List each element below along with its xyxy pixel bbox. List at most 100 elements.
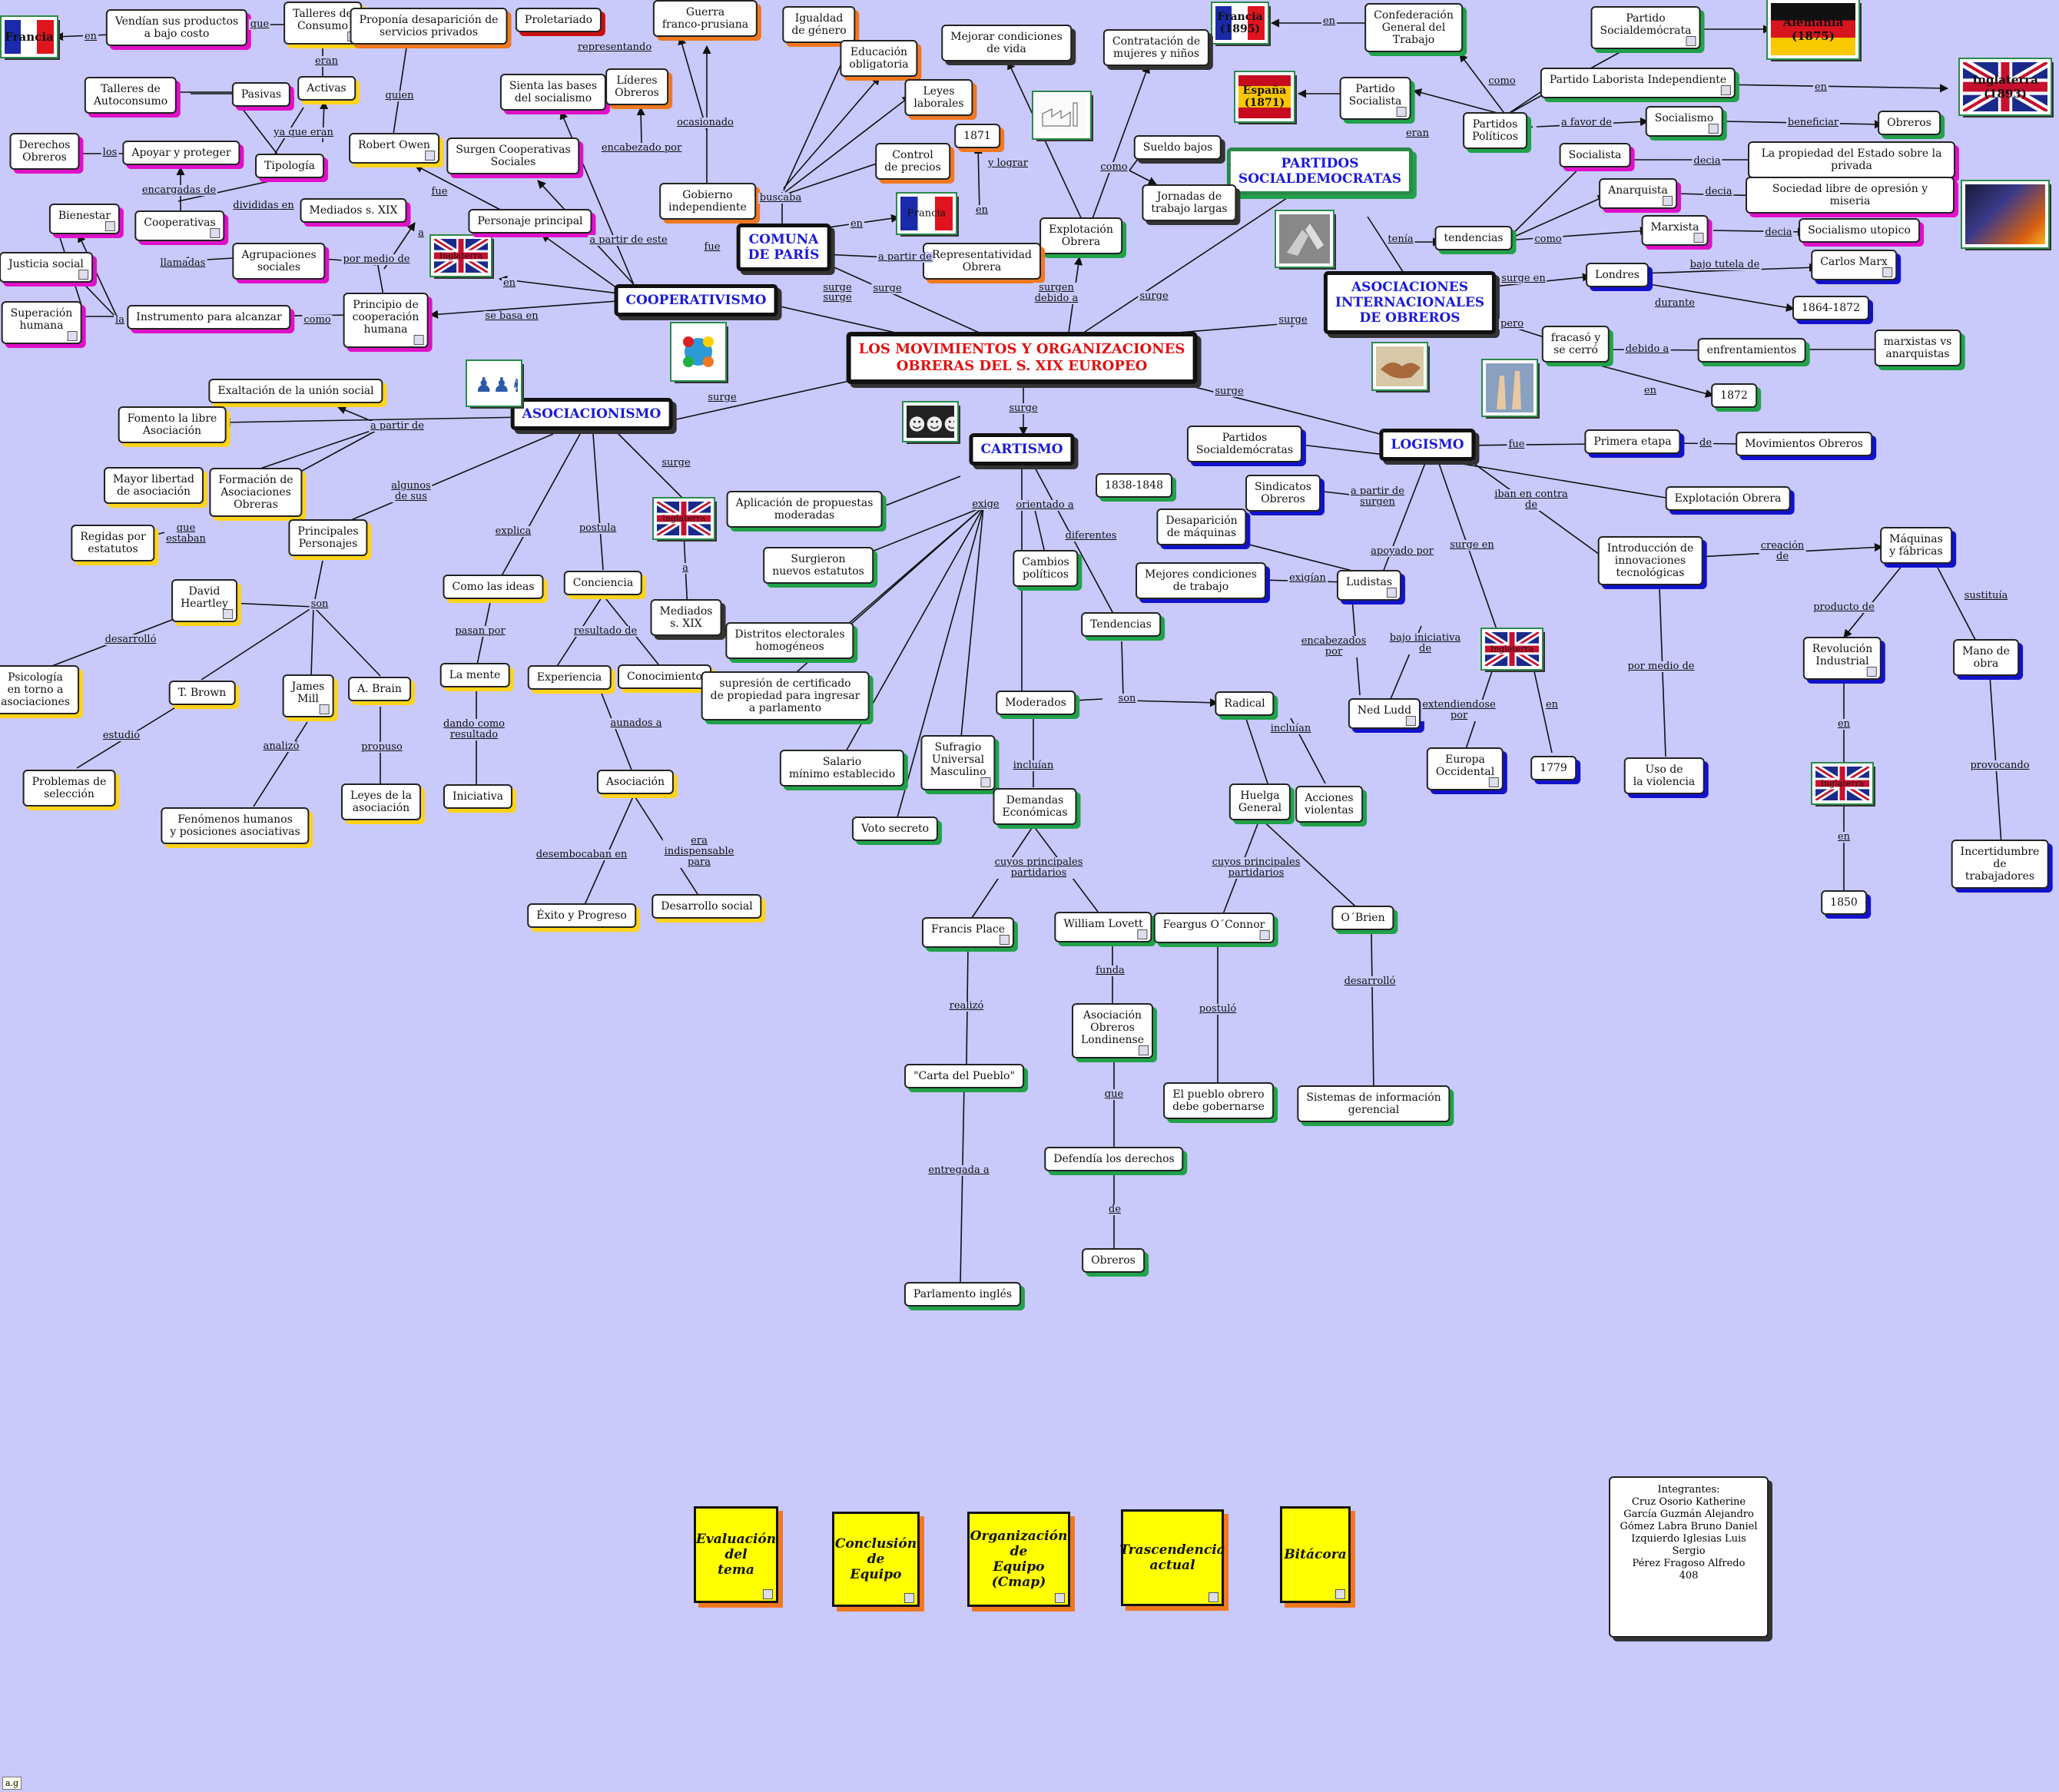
flag-francia-mid[interactable]: Francia xyxy=(896,192,957,235)
node-fenomenos[interactable]: Fenómenos humanos y posiciones asociativ… xyxy=(161,807,310,844)
node-sufragio[interactable]: Sufragio Universal Masculino xyxy=(920,735,996,790)
node-n1871[interactable]: 1871 xyxy=(954,124,1000,148)
node-n1864[interactable]: 1864-1872 xyxy=(1792,296,1869,320)
toolbar-status[interactable]: a.g xyxy=(2,1777,22,1790)
node-sienta[interactable]: Sienta las bases del socialismo xyxy=(499,74,607,111)
node-instrumento[interactable]: Instrumento para alcanzar xyxy=(127,305,291,330)
hands-raised-image[interactable] xyxy=(1481,359,1538,417)
node-asociacion-londinense[interactable]: Asociación Obreros Londinense xyxy=(1072,1003,1153,1058)
node-carta[interactable]: "Carta del Pueblo" xyxy=(904,1064,1024,1088)
node-tendencias[interactable]: Tendencias xyxy=(1081,612,1161,637)
node-la-mente[interactable]: La mente xyxy=(439,663,510,687)
node-anarquista[interactable]: Anarquista xyxy=(1599,178,1677,209)
node-francis[interactable]: Francis Place xyxy=(921,917,1015,948)
node-desarrollo[interactable]: Desarrollo social xyxy=(652,894,762,919)
node-educacion[interactable]: Educación obligatoria xyxy=(840,40,918,77)
node-obrien[interactable]: O´Brien xyxy=(1331,906,1394,930)
node-sociedad-libre[interactable]: Sociedad libre de opresión y miseria xyxy=(1746,177,1955,214)
factory-sketch-image[interactable] xyxy=(1032,91,1092,140)
node-leyes-asoc[interactable]: Leyes de la asociación xyxy=(341,783,421,820)
fire-painting-image[interactable] xyxy=(1961,180,2050,249)
node-comuna-de-paris[interactable]: COMUNA DE PARÍS xyxy=(736,224,831,271)
node-feargus[interactable]: Feargus O´Connor xyxy=(1153,913,1275,943)
node-superacion[interactable]: Superación humana xyxy=(1,301,82,344)
node-control-precios[interactable]: Control de precios xyxy=(875,143,950,180)
chess-pieces-image[interactable]: ♟♟♞ xyxy=(466,359,529,407)
node-partidos-politicos[interactable]: Partidos Políticos xyxy=(1463,112,1527,149)
node-primera-etapa[interactable]: Primera etapa xyxy=(1584,429,1681,454)
node-sueldo[interactable]: Sueldo bajos xyxy=(1133,135,1222,160)
node-talleres-auto[interactable]: Talleres de Autoconsumo xyxy=(84,77,177,114)
flag-inglaterra-c[interactable]: Inglaterra xyxy=(1480,628,1543,671)
central-topic[interactable]: LOS MOVIMIENTOS Y ORGANIZACIONES OBRERAS… xyxy=(846,332,1198,384)
node-sindicatos[interactable]: Sindicatos Obreros xyxy=(1245,475,1321,512)
node-incertidumbre[interactable]: Incertidumbre de trabajadores xyxy=(1951,840,2049,889)
node-vendian[interactable]: Vendían sus productos a bajo costo xyxy=(105,9,248,46)
node-voto[interactable]: Voto secreto xyxy=(851,817,939,841)
node-partidos-sd-small[interactable]: Partidos Socialdemócratas xyxy=(1186,426,1303,462)
node-exaltacion[interactable]: Exaltación de la unión social xyxy=(208,379,383,403)
flag-inglaterra-b[interactable]: Inglaterra xyxy=(652,497,715,540)
node-psicologia[interactable]: Psicología en torno a asociaciones xyxy=(0,665,79,714)
node-defendia[interactable]: Defendía los derechos xyxy=(1044,1147,1184,1171)
node-n1838[interactable]: 1838-1848 xyxy=(1096,473,1172,498)
node-enfrentamientos[interactable]: enfrentamientos xyxy=(1697,338,1806,363)
flag-inglaterra-1893[interactable]: Inglaterra (1893) xyxy=(1958,58,2052,116)
organizacion-de-equipo-button[interactable]: Organización de Equipo (Cmap) xyxy=(967,1512,1070,1607)
node-explotacion2[interactable]: Explotación Obrera xyxy=(1665,486,1791,511)
node-formacion[interactable]: Formación de Asociaciones Obreras xyxy=(209,468,303,517)
node-gobierno[interactable]: Gobierno independiente xyxy=(659,183,756,220)
node-cartismo[interactable]: CARTISMO xyxy=(969,433,1075,465)
node-introduccion[interactable]: Introducción de innovaciones tecnológica… xyxy=(1597,536,1703,585)
node-pasivas[interactable]: Pasivas xyxy=(231,82,291,107)
node-fracaso[interactable]: fracasó y se cerró xyxy=(1541,326,1610,363)
node-regidas[interactable]: Regidas por estatutos xyxy=(71,525,155,561)
node-representatividad[interactable]: Representatividad Obrera xyxy=(923,243,1041,280)
node-mediados2[interactable]: Mediados s. XIX xyxy=(650,599,722,636)
conclusion-de-equipo-button[interactable]: Conclusión de Equipo xyxy=(832,1512,920,1607)
node-como-ideas[interactable]: Como las ideas xyxy=(443,575,544,599)
node-david[interactable]: David Heartley xyxy=(171,579,237,622)
node-movimientos[interactable]: Movimientos Obreros xyxy=(1736,432,1872,456)
node-asociaciones-internacionales[interactable]: ASOCIACIONES INTERNACIONALES DE OBREROS xyxy=(1323,271,1497,334)
node-ned-ludd[interactable]: Ned Ludd xyxy=(1348,698,1421,729)
node-marxistas-vs[interactable]: marxistas vs anarquistas xyxy=(1874,330,1961,366)
node-parlamento[interactable]: Parlamento inglés xyxy=(904,1282,1022,1307)
node-experiencia[interactable]: Experiencia xyxy=(527,665,612,690)
flag-alemania[interactable]: Alemania (1875) xyxy=(1766,0,1860,60)
flag-francia-1895[interactable]: Francia (1895) xyxy=(1211,2,1269,45)
node-fomento[interactable]: Fomento la libre Asociación xyxy=(118,406,227,443)
node-n1779[interactable]: 1779 xyxy=(1530,756,1577,780)
node-exito[interactable]: Éxito y Progreso xyxy=(527,903,636,928)
node-moderados[interactable]: Moderados xyxy=(996,691,1076,715)
node-n1850[interactable]: 1850 xyxy=(1821,890,1867,915)
node-maquinas[interactable]: Máquinas y fábricas xyxy=(1880,527,1952,564)
node-surgen-coop[interactable]: Surgen Cooperativas Sociales xyxy=(446,137,580,174)
node-problemas[interactable]: Problemas de selección xyxy=(22,770,116,807)
node-londres[interactable]: Londres xyxy=(1586,263,1649,287)
node-william[interactable]: William Lovett xyxy=(1054,912,1152,942)
node-sistemas[interactable]: Sistemas de información gerencial xyxy=(1297,1085,1451,1122)
node-aplicacion[interactable]: Aplicación de propuestas moderadas xyxy=(726,491,883,528)
hands-image[interactable] xyxy=(1275,210,1335,268)
node-carlos-marx[interactable]: Carlos Marx xyxy=(1811,250,1897,280)
flag-francia-top[interactable]: Francia xyxy=(0,15,58,58)
node-robert-owen[interactable]: Robert Owen xyxy=(349,133,439,164)
flag-inglaterra-d[interactable]: Inglaterra xyxy=(1811,762,1874,805)
node-guerra[interactable]: Guerra franco-prusiana xyxy=(652,0,758,37)
node-leyes-laborales[interactable]: Leyes laborales xyxy=(904,79,973,116)
node-socialismo-utopico[interactable]: Socialismo utopico xyxy=(1799,218,1920,243)
node-mano-obra[interactable]: Mano de obra xyxy=(1953,639,2019,676)
node-socialismo[interactable]: Socialismo xyxy=(1645,106,1723,137)
node-talleres-consumo[interactable]: Talleres de Consumo xyxy=(283,2,362,45)
node-europa[interactable]: Europa Occidental xyxy=(1426,747,1504,790)
node-tipologia[interactable]: Tipología xyxy=(255,154,324,178)
node-demandas[interactable]: Demandas Económicas xyxy=(993,788,1077,825)
node-n1872[interactable]: 1872 xyxy=(1711,383,1757,408)
node-agrupaciones[interactable]: Agrupaciones sociales xyxy=(232,243,326,280)
node-confederacion[interactable]: Confederación General del Trabajo xyxy=(1364,3,1463,52)
node-james-mill[interactable]: James Mill xyxy=(282,674,334,717)
handshake-image[interactable] xyxy=(1371,342,1428,391)
node-contratacion[interactable]: Contratación de mujeres y niños xyxy=(1102,29,1210,66)
node-uso-violencia[interactable]: Uso de la violencia xyxy=(1623,757,1705,794)
